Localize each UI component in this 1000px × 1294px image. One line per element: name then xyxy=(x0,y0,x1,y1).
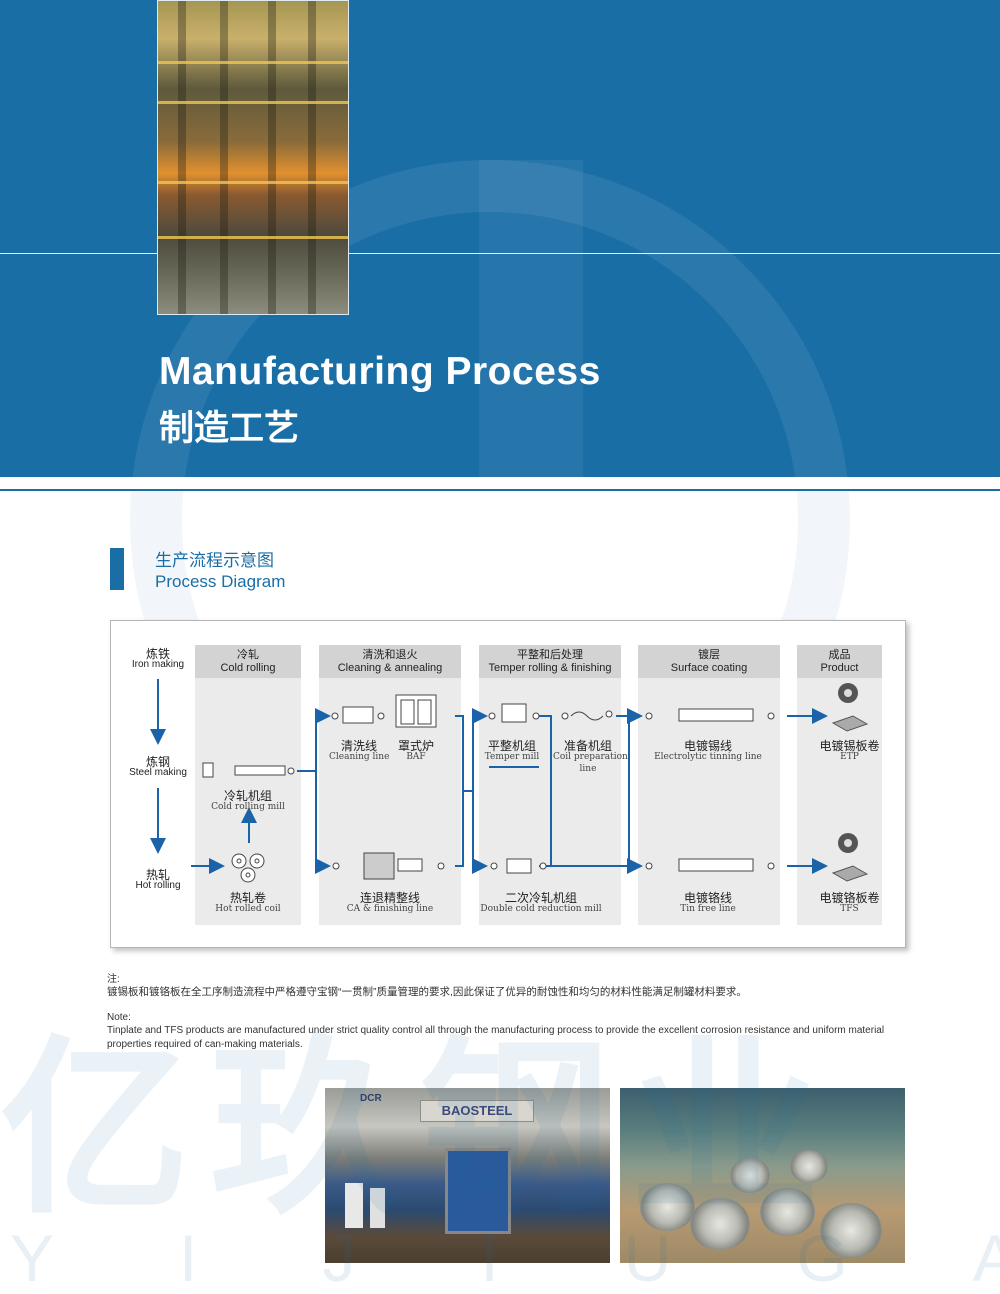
header-band: Manufacturing Process 制造工艺 xyxy=(0,0,1000,477)
node-etl-en: Electrolytic tinning line xyxy=(654,752,762,762)
node-cleaning-zh: 清洗线 xyxy=(340,739,377,753)
page-title-en: Manufacturing Process xyxy=(159,350,601,393)
side-steel-zh: 炼钢 xyxy=(145,755,170,769)
node-hot-coil-en: Hot rolled coil xyxy=(215,904,281,914)
side-hot-zh: 热轧 xyxy=(145,868,170,882)
temper-to-prep-branch xyxy=(539,715,552,866)
node-ca-en: CA & finishing line xyxy=(346,904,434,914)
hero-photo-steel-mill xyxy=(157,0,349,315)
node-etp-zh: 电镀锡板卷 xyxy=(819,739,880,753)
photo-coil-warehouse xyxy=(620,1088,905,1263)
node-tfs-en: TFS xyxy=(840,904,859,914)
node-temper-zh: 平整机组 xyxy=(487,739,536,753)
node-baf-en: BAF xyxy=(406,752,426,762)
note-label-en: Note: xyxy=(107,1012,131,1023)
header-watermark-bar xyxy=(479,160,583,477)
node-ca-zh: 连退精整线 xyxy=(359,891,420,905)
side-iron-en: Iron making xyxy=(131,659,185,670)
side-steel-en: Steel making xyxy=(129,767,187,778)
node-prep-en-1: Coil preparation xyxy=(553,752,628,762)
node-cleaning-en: Cleaning line xyxy=(329,752,390,762)
node-tfs-line-en: Tin free line xyxy=(680,904,736,914)
node-etp-en: ETP xyxy=(840,752,859,762)
node-prep-en-2: line xyxy=(579,764,597,774)
header-rule xyxy=(0,253,1000,254)
note-text-en-2: properties required of can-making materi… xyxy=(107,1039,303,1050)
section-title-zh: 生产流程示意图 xyxy=(155,551,274,570)
section-title-en: Process Diagram xyxy=(155,572,286,591)
page-title-zh: 制造工艺 xyxy=(159,409,300,448)
side-iron-zh: 炼铁 xyxy=(145,647,170,661)
node-tfs-line-zh: 电镀铬线 xyxy=(683,891,732,905)
photo-dcr-mill: DCR BAOSTEEL xyxy=(325,1088,610,1263)
node-dcr-zh: 二次冷轧机组 xyxy=(504,891,577,905)
note-text-zh: 镀锡板和镀铬板在全工序制造流程中严格遵守宝钢“一贯制”质量管理的要求,因此保证了… xyxy=(107,986,747,998)
node-cold-mill-en: Cold rolling mill xyxy=(211,802,285,812)
node-baf-zh: 罩式炉 xyxy=(397,739,434,753)
note-text-en-1: Tinplate and TFS products are manufactur… xyxy=(107,1025,885,1036)
node-dcr-en: Double cold reduction mill xyxy=(480,904,602,914)
diagram-graphics xyxy=(150,679,869,883)
node-tfs-zh: 电镀铬板卷 xyxy=(819,891,880,905)
note-label-zh: 注: xyxy=(107,974,120,985)
merge-cleaning xyxy=(455,715,464,867)
column-surface-coating xyxy=(638,645,780,925)
photo-badge-baosteel: BAOSTEEL xyxy=(420,1100,534,1122)
node-prep-zh: 准备机组 xyxy=(563,739,612,753)
section-marker xyxy=(110,548,124,590)
node-cold-mill-zh: 冷轧机组 xyxy=(223,789,272,803)
node-etl-zh: 电镀锡线 xyxy=(683,739,732,753)
node-hot-coil-zh: 热轧卷 xyxy=(229,891,266,905)
photo-tag-dcr: DCR xyxy=(360,1093,382,1104)
node-temper-en: Temper mill xyxy=(484,752,540,762)
side-hot-en: Hot rolling xyxy=(135,880,181,891)
